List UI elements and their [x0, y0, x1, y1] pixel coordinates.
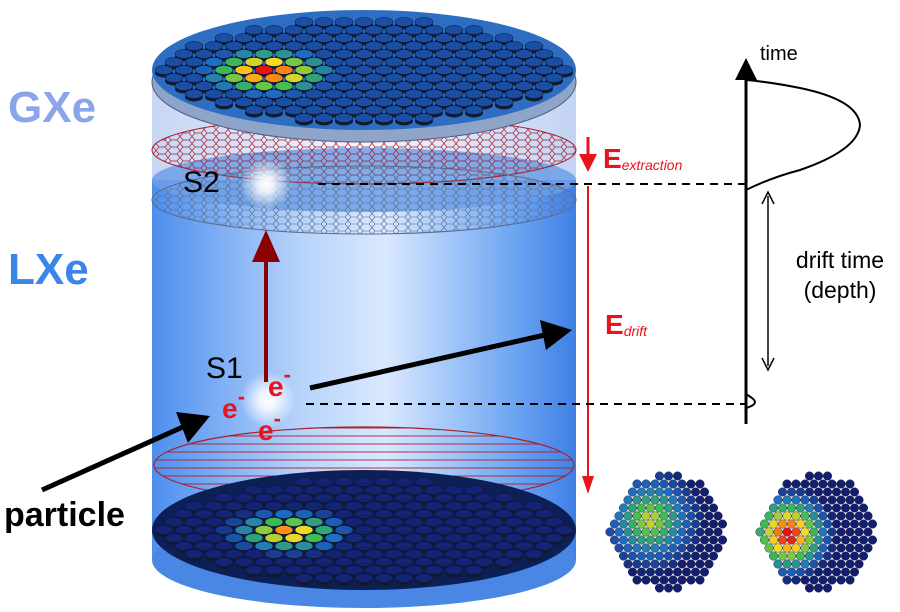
gas-phase-label: GXe: [8, 83, 96, 132]
liquid-phase-label: LXe: [8, 245, 89, 294]
bottom-pmt-array: [152, 470, 576, 590]
s2-label: S2: [183, 166, 220, 199]
electron-label-1: e-: [268, 362, 291, 402]
time-axis-label: time: [760, 43, 798, 65]
scattered-particle-arrow: [309, 320, 572, 391]
pmt-hit-map-bottom-icon: [755, 471, 878, 593]
drift-time-bracket: [761, 190, 775, 372]
particle-arrow: [40, 412, 210, 493]
electron-labels: e- e- e-: [222, 362, 291, 446]
depth-label: (depth): [804, 277, 877, 303]
particle-label: particle: [4, 496, 125, 534]
s2-glow: [240, 158, 292, 210]
top-pmt-array: [151, 10, 577, 143]
drift-time-label: drift time: [796, 247, 884, 273]
s1-glow: [240, 372, 296, 428]
electron-label-2: e-: [222, 384, 245, 424]
electron-label-3: e-: [258, 406, 281, 446]
electron-drift-arrow: [252, 230, 280, 382]
s1-label: S1: [206, 352, 243, 385]
drift-field-label: Edrift: [605, 309, 648, 340]
waveform-trace: [745, 79, 862, 420]
pmt-hit-map-top-icon: [605, 471, 728, 593]
extraction-field-label: Eextraction: [603, 143, 683, 174]
field-line: [579, 137, 597, 494]
